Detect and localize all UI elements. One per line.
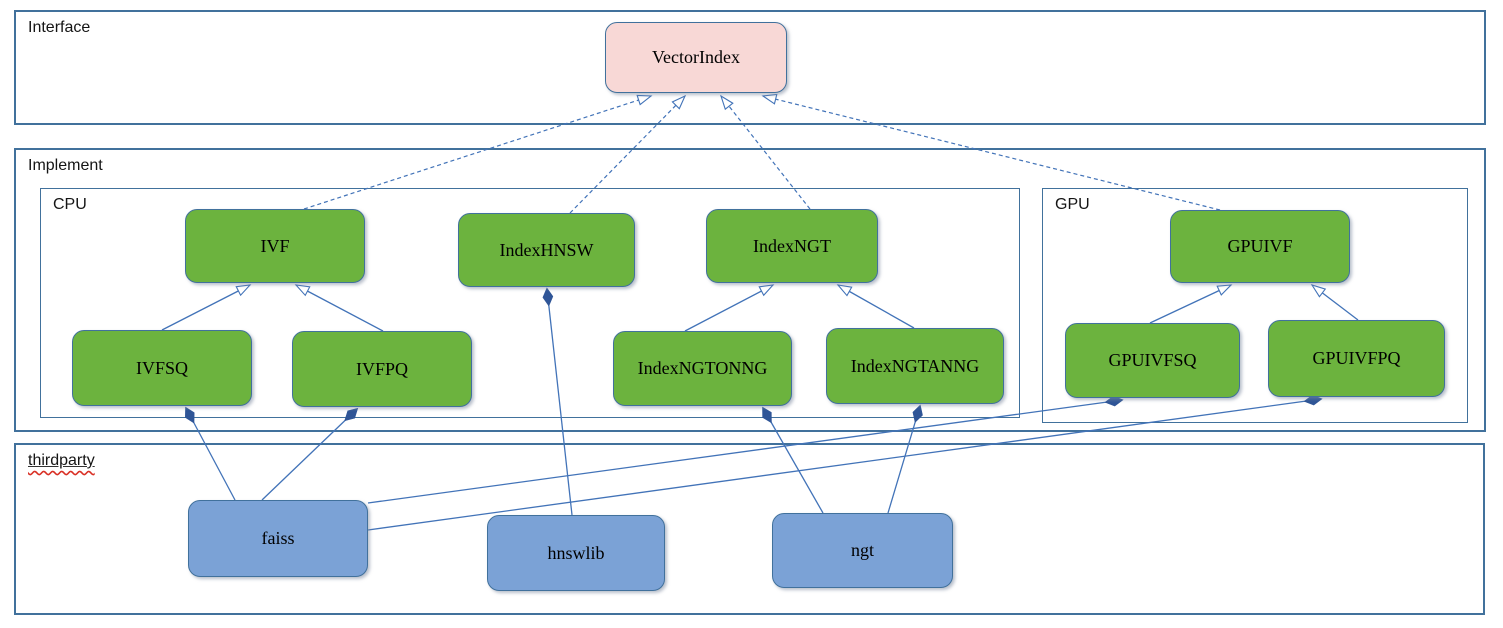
node-ivfpq: IVFPQ — [292, 331, 472, 407]
spellcheck-squiggle: thirdparty — [28, 452, 95, 469]
node-ivfpq-label: IVFPQ — [355, 358, 408, 379]
node-indexngt: IndexNGT — [706, 209, 878, 283]
node-gpuivf: GPUIVF — [1170, 210, 1350, 283]
container-interface-label: Interface — [28, 19, 91, 36]
node-ngt: ngt — [772, 513, 953, 588]
container-cpu-label: CPU — [53, 196, 87, 213]
node-gpuivfsq-label: GPUIVFSQ — [1108, 350, 1197, 370]
container-gpu-label: GPU — [1055, 196, 1090, 213]
node-hnswlib-label: hnswlib — [547, 542, 605, 563]
node-indexngtonng-label: IndexNGTONNG — [637, 358, 768, 378]
container-thirdparty-label: thirdparty — [28, 452, 95, 470]
node-ivfsq-label: IVFSQ — [135, 357, 188, 378]
node-faiss: faiss — [188, 500, 368, 577]
node-ivf: IVF — [185, 209, 365, 283]
node-gpuivfpq-label: GPUIVFPQ — [1312, 348, 1401, 368]
node-indexngtonng: IndexNGTONNG — [613, 331, 792, 406]
node-indexngt-label: IndexNGT — [753, 235, 831, 256]
node-hnswlib: hnswlib — [487, 515, 665, 591]
node-ivf-label: IVF — [260, 235, 290, 256]
node-vectorindex: VectorIndex — [605, 22, 787, 93]
node-gpuivf-label: GPUIVF — [1227, 236, 1293, 256]
node-ngt-label: ngt — [850, 540, 874, 560]
node-gpuivfpq: GPUIVFPQ — [1268, 320, 1445, 397]
node-faiss-label: faiss — [261, 528, 295, 548]
node-vectorindex-label: VectorIndex — [652, 47, 740, 67]
node-indexhnsw: IndexHNSW — [458, 213, 635, 287]
node-ivfsq: IVFSQ — [72, 330, 252, 406]
node-indexhnsw-label: IndexHNSW — [499, 239, 594, 260]
container-implement-label: Implement — [28, 157, 103, 174]
node-indexngtanng: IndexNGTANNG — [826, 328, 1004, 404]
node-gpuivfsq: GPUIVFSQ — [1065, 323, 1240, 398]
node-indexngtanng-label: IndexNGTANNG — [850, 355, 980, 376]
